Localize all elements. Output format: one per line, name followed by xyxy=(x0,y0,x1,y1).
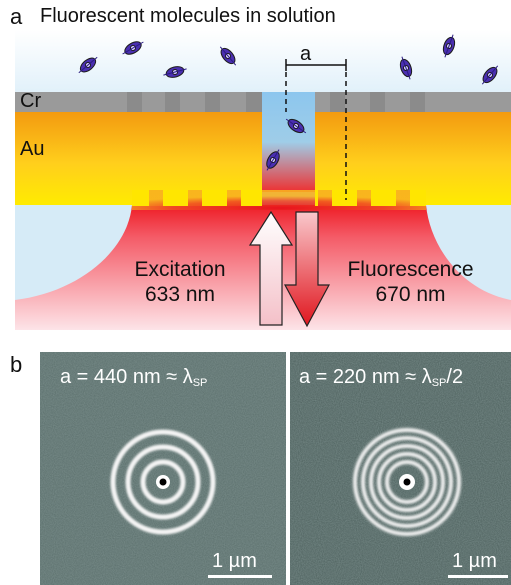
gold-bottom-grooves xyxy=(132,190,426,206)
fluorescence-text: Fluorescence xyxy=(347,258,474,281)
scale-bar-440nm-label: 1 µm xyxy=(212,550,257,572)
fluorescence-wavelength: 670 nm xyxy=(375,283,446,306)
scale-bar-220nm-label: 1 µm xyxy=(452,550,497,572)
gold-layer-left xyxy=(15,112,262,206)
sem-image-220nm: a = 220 nm ≈ λSP/2 1 µm xyxy=(290,352,511,585)
scale-bar-440nm-line xyxy=(208,575,272,578)
nanostructure-diagram xyxy=(15,30,511,330)
caption-220nm-main: a = 220 nm ≈ λ xyxy=(299,366,432,388)
fluorescent-molecules xyxy=(78,34,499,171)
scale-bar-220nm-line xyxy=(448,575,508,578)
excitation-arrow xyxy=(248,210,294,326)
panel-a-title: Fluorescent molecules in solution xyxy=(40,5,336,27)
caption-220nm-subscript: SP xyxy=(431,377,447,389)
sem-caption-220nm: a = 220 nm ≈ λSP/2 xyxy=(299,366,463,389)
scale-bar-220nm: 1 µm xyxy=(448,550,508,578)
excitation-text: Excitation xyxy=(134,258,226,281)
chromium-grooves xyxy=(127,92,425,116)
gold-label: Au xyxy=(20,138,45,160)
panel-b-letter: b xyxy=(10,352,23,377)
caption-440nm-subscript: SP xyxy=(192,377,208,389)
caption-440nm-main: a = 440 nm ≈ λ xyxy=(60,366,193,388)
scale-bar-440nm: 1 µm xyxy=(208,550,272,578)
chromium-label: Cr xyxy=(20,90,42,112)
sem-image-440nm-graphic xyxy=(40,352,286,585)
period-label: a xyxy=(300,43,312,65)
period-marker xyxy=(285,59,347,200)
excitation-wavelength: 633 nm xyxy=(144,283,216,306)
nano-aperture xyxy=(262,92,315,192)
panel-a-letter: a xyxy=(10,4,23,29)
excitation-label: Excitation 633 nm xyxy=(110,257,250,307)
sem-image-220nm-graphic xyxy=(290,352,511,585)
fluorescence-label: Fluorescence 670 nm xyxy=(328,257,493,307)
sem-image-440nm: a = 440 nm ≈ λSP 1 µm xyxy=(40,352,286,585)
caption-220nm-suffix: /2 xyxy=(446,366,464,388)
gold-layer-right xyxy=(315,112,511,206)
sem-caption-440nm: a = 440 nm ≈ λSP xyxy=(60,366,207,389)
fluorescence-arrow xyxy=(283,211,331,328)
